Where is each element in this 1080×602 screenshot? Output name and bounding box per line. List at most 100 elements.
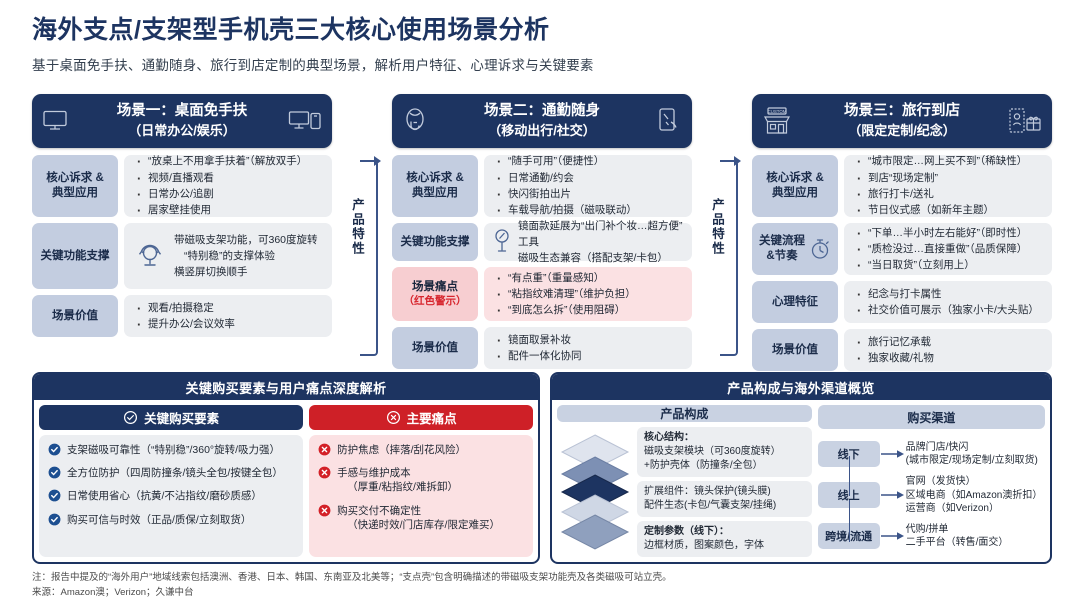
scenario-card-1[interactable]: 场景一：桌面免手扶 （日常办公/娱乐） 核心诉求 & 典型应用	[32, 94, 332, 343]
scenario-header-text-3: 场景三：旅行到店 （限定定制/纪念）	[844, 103, 960, 138]
scenario-row: 关键功能支撑 镜面款延展为“出门补个妆…超方便”工具	[392, 220, 692, 264]
check-badge-icon	[48, 443, 61, 456]
x-badge-icon	[318, 466, 331, 479]
list-item: 购买交付不确定性 （快递时效/门店库存/限定难买）	[318, 504, 524, 532]
scenario-row: 核心诉求 & 典型应用 “城市限定…网上买不到”（稀缺性） 到店“现场定制” 旅…	[752, 152, 1052, 222]
title-block: 海外支点/支架型手机壳三大核心使用场景分析 基于桌面免手扶、通勤随身、旅行到店定…	[32, 16, 1052, 74]
row-label: 关键功能支撑	[392, 223, 478, 261]
list-item: 观看/拍摄稳定	[133, 299, 324, 319]
layer-stack-icon	[557, 427, 633, 557]
tab-pain-points[interactable]: 主要痛点	[309, 405, 533, 430]
page-title: 海外支点/支架型手机壳三大核心使用场景分析	[32, 16, 550, 44]
tab-label: 关键购买要素	[144, 412, 220, 426]
composition-box: 核心结构： 磁吸支架模块（可360度旋转） +防护壳体（防撞条/全包）	[637, 427, 812, 477]
row-label: 关键功能支撑	[32, 223, 118, 289]
custom-shop-icon: CUSTOM	[762, 106, 792, 136]
channel-link-line	[848, 500, 850, 542]
list-item: 旅行打卡/送礼	[853, 185, 1044, 205]
list-item: 日常通勤/约会	[493, 169, 684, 189]
channel-value: 官网（发货快） 区域电商（如Amazon澳折扣） 运营商（如Verizon）	[905, 476, 1043, 515]
list-item: 日常使用省心（抗黄/不沾指纹/磨砂质感）	[48, 489, 294, 503]
scenario-header-text-1: 场景一：桌面免手扶 （日常办公/娱乐）	[116, 103, 248, 138]
list-item: 独家收藏/礼物	[853, 349, 1044, 369]
row-content: 观看/拍摄稳定 提升办公/会议效率	[124, 295, 332, 337]
row-content: “放桌上不用拿手扶着”（解放双手） 视频/直播观看 日常办公/追剧 居家壁挂使用	[124, 152, 332, 222]
list-item: “粘指纹难清理”（维护负担）	[493, 285, 684, 305]
channel-row: 线上 官网（发货快） 区域电商（如Amazon澳折扣） 运营商（如Verizon…	[817, 475, 1045, 516]
row-label: 场景痛点 （红色警示）	[392, 267, 478, 321]
scenario-row: 场景价值 观看/拍摄稳定 提升办公/会议效率	[32, 295, 332, 337]
row-label: 心理特征	[752, 281, 838, 323]
scenario-connector-2: 产品特性	[698, 156, 741, 356]
scenario-card-3[interactable]: CUSTOM 场景三：旅行到店 （限定定制/纪念）	[752, 94, 1052, 377]
arrow-right-icon	[880, 531, 906, 541]
tab-key-factors[interactable]: 关键购买要素	[39, 405, 304, 430]
x-badge-icon	[318, 504, 331, 517]
row-content: 纪念与打卡属性 社交价值可展示（独家小卡/大头贴）	[844, 281, 1052, 323]
positive-half: 关键购买要素 支架磁吸可靠性（“特别稳”/360°旋转/吸力强） 全方位防护（四…	[39, 405, 304, 557]
arrow-head-icon	[374, 156, 381, 166]
scenario-row: 场景价值 旅行记忆承载 独家收藏/礼物	[752, 329, 1052, 371]
tab-product-composition[interactable]: 产品构成	[557, 405, 812, 422]
list-item: 节日仪式感（如新年主题）	[853, 201, 1044, 221]
check-badge-icon	[48, 466, 61, 479]
row-text: 带磁吸支架功能，可360度旋转 “特别稳”的支撑体验 横竖屏切换顺手	[174, 233, 318, 279]
row-label: 核心诉求 & 典型应用	[392, 155, 478, 217]
row-content: “有点重”（重量感知） “粘指纹难清理”（维护负担） “到底怎么拆”（使用阻碍）	[484, 267, 692, 322]
check-badge-icon	[48, 513, 61, 526]
list-item: 车载导航/拍摄（磁吸联动）	[493, 201, 684, 221]
composition-content: 核心结构： 磁吸支架模块（可360度旋转） +防护壳体（防撞条/全包） 扩展组件…	[557, 427, 812, 557]
arrow-right-icon	[880, 490, 906, 500]
panel-buying-factors: 关键购买要素与用户痛点深度解析 关键购买要素	[32, 372, 540, 564]
scenario-connector-1: 产品特性	[338, 156, 381, 356]
scenario-row: 关键流程 &节奏 “下单…半小时左右能好”（即时性）	[752, 223, 1052, 277]
list-item: 居家壁挂使用	[133, 201, 324, 221]
scenario-row: 心理特征 纪念与打卡属性 社交价值可展示（独家小卡/大头贴）	[752, 281, 1052, 323]
list-item: “下单…半小时左右能好”（即时性）	[853, 224, 1044, 244]
channel-row: 跨境/流通 代购/拼单 二手平台（转售/面交）	[817, 516, 1045, 557]
list-item: “随手可用”（便捷性）	[493, 152, 684, 172]
scenario-card-2[interactable]: 场景二：通勤随身 （移动出行/社交） 核心诉求 & 典型应用	[392, 94, 692, 375]
scenario-row: 关键功能支撑	[32, 223, 332, 289]
row-content: 旅行记忆承载 独家收藏/礼物	[844, 329, 1052, 371]
check-badge-icon	[48, 489, 61, 502]
list-item: 到店“现场定制”	[853, 169, 1044, 189]
row-content: “随手可用”（便捷性） 日常通勤/约会 快闪街拍出片 车载导航/拍摄（磁吸联动）	[484, 152, 692, 222]
channel-row: 线下 品牌门店/快闪 (城市限定/现场定制/立刻取货)	[817, 434, 1045, 475]
scenario-row: 场景价值 镜面取景补妆 配件一体化协同	[392, 327, 692, 369]
row-content: “城市限定…网上买不到”（稀缺性） 到店“现场定制” 旅行打卡/送礼 节日仪式感…	[844, 152, 1052, 222]
scenario-row-painpoint: 场景痛点 （红色警示） “有点重”（重量感知） “粘指纹难清理”（维护负担） “…	[392, 267, 692, 322]
row-label: 核心诉求 & 典型应用	[32, 155, 118, 217]
connector-label: 产品特性	[348, 196, 367, 258]
list-item: “有点重”（重量感知）	[493, 269, 684, 289]
person-icon	[402, 107, 428, 135]
x-circle-icon	[386, 410, 401, 425]
list-item: “城市限定…网上买不到”（稀缺性）	[853, 152, 1044, 172]
list-item: 支架磁吸可靠性（“特别稳”/360°旋转/吸力强）	[48, 443, 294, 457]
list-item: 配件一体化协同	[493, 347, 684, 367]
channel-value: 品牌门店/快闪 (城市限定/现场定制/立刻取货)	[905, 441, 1038, 467]
scenario-header-2: 场景二：通勤随身 （移动出行/社交）	[392, 94, 692, 148]
panel-left-title: 关键购买要素与用户痛点深度解析	[34, 374, 538, 400]
bracket-shape	[720, 160, 738, 356]
negative-list: 防护焦虑（摔落/刮花风险） 手感与维护成本 （厚重/粘指纹/难拆卸）	[309, 435, 533, 557]
arrow-right-icon	[880, 449, 906, 459]
tab-purchase-channels[interactable]: 购买渠道	[817, 405, 1045, 429]
check-circle-icon	[123, 410, 138, 425]
scenario-header-3: CUSTOM 场景三：旅行到店 （限定定制/纪念）	[752, 94, 1052, 148]
panel-left-body: 关键购买要素 支架磁吸可靠性（“特别稳”/360°旋转/吸力强） 全方位防护（四…	[34, 400, 538, 562]
scenario-header-text-2: 场景二：通勤随身 （移动出行/社交）	[484, 103, 600, 138]
row-text: 镜面款延展为“出门补个妆…超方便”工具 磁吸生态兼容（搭配支架/卡包）	[518, 219, 683, 265]
list-item: 旅行记忆承载	[853, 333, 1044, 353]
scenario-header-1: 场景一：桌面免手扶 （日常办公/娱乐）	[32, 94, 332, 148]
monitor-phone-icon	[288, 109, 322, 133]
list-item: “放桌上不用拿手扶着”（解放双手）	[133, 152, 324, 172]
svg-text:CUSTOM: CUSTOM	[768, 109, 787, 114]
connector-label: 产品特性	[708, 196, 727, 258]
negative-half: 主要痛点 防护焦虑（摔落/刮花风险）	[309, 405, 533, 557]
source-text: 来源：Amazon澳；Verizon；久谦中台	[32, 587, 194, 599]
channel-value: 代购/拼单 二手平台（转售/面交）	[905, 523, 1009, 549]
page-subtitle: 基于桌面免手扶、通勤随身、旅行到店定制的典型场景，解析用户特征、心理诉求与关键要…	[32, 57, 594, 73]
list-item: 提升办公/会议效率	[133, 315, 324, 335]
list-item: 全方位防护（四周防撞条/镜头全包/按键全包）	[48, 466, 294, 480]
